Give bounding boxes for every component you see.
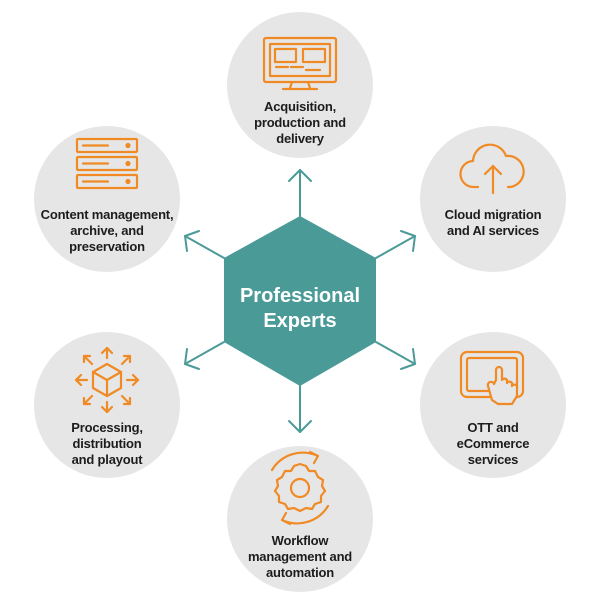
hub-label-line: Professional: [239, 285, 361, 307]
label-line: archive, and: [70, 223, 144, 238]
arrow-to-cloud: [375, 230, 416, 259]
cloud-upload-icon: [459, 143, 525, 195]
gear-cycle-icon: [270, 450, 330, 526]
label-line: preservation: [69, 239, 145, 254]
label-line: production and: [254, 115, 346, 130]
label-line: Acquisition,: [264, 99, 336, 114]
node-circle-content: [34, 126, 180, 272]
node-label-content: Content management, archive, and preserv…: [34, 207, 180, 255]
label-line: Cloud migration: [444, 207, 542, 222]
node-circle-ott: [420, 332, 566, 478]
server-stack-icon: [75, 137, 139, 190]
label-line: Workflow: [271, 533, 329, 548]
touch-screen-icon: [459, 350, 525, 406]
arrow-to-ott: [375, 341, 416, 370]
label-line: Content management,: [40, 207, 174, 222]
label-line: and playout: [71, 452, 143, 467]
label-line: eCommerce: [456, 436, 530, 451]
label-line: automation: [265, 565, 335, 580]
label-line: distribution: [72, 436, 142, 451]
arrow-to-content: [184, 230, 225, 259]
label-line: management and: [247, 549, 353, 564]
arrow-to-processing: [184, 341, 225, 370]
node-label-acquisition: Acquisition, production and delivery: [230, 99, 370, 147]
arrow-to-workflow: [288, 385, 312, 433]
node-circle-cloud: [420, 126, 566, 272]
arrow-to-acquisition: [288, 169, 312, 217]
hub-label-line: Experts: [263, 310, 337, 332]
label-line: delivery: [276, 131, 324, 146]
node-circle-workflow: [227, 446, 373, 592]
hub-hexagon: [224, 216, 376, 386]
node-label-ott: OTT and eCommerce services: [423, 420, 563, 468]
label-line: Processing,: [71, 420, 143, 435]
label-line: OTT and: [467, 420, 519, 435]
hub-label: Professional Experts: [220, 284, 380, 334]
label-line: and AI services: [447, 223, 539, 238]
node-label-cloud: Cloud migration and AI services: [423, 207, 563, 239]
label-line: services: [467, 452, 519, 467]
node-label-workflow: Workflow management and automation: [230, 533, 370, 581]
cube-distribution-icon: [74, 346, 140, 414]
monitor-icon: [262, 36, 338, 91]
node-label-processing: Processing, distribution and playout: [37, 420, 177, 468]
